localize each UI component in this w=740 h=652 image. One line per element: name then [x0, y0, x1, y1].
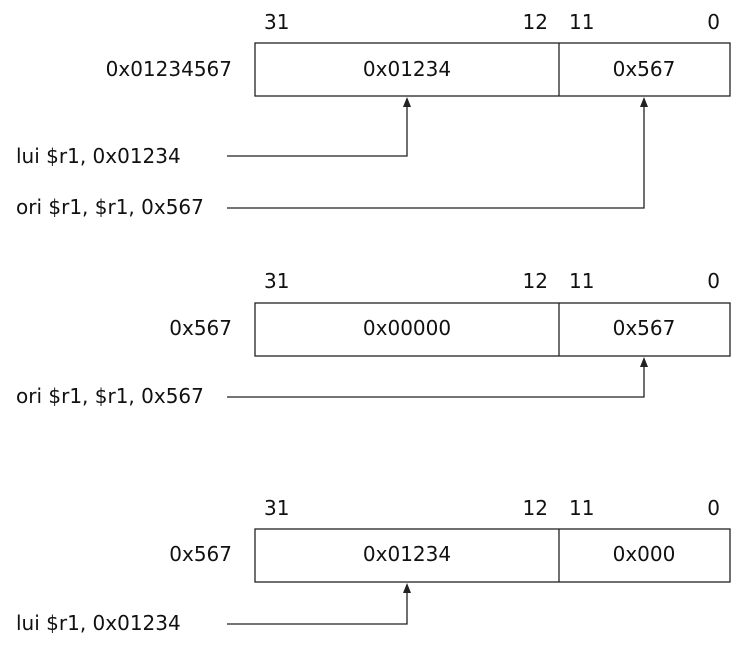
lui-arrowhead — [403, 97, 411, 107]
register-diagram-1: 31 12 11 0 0x01234567 0x01234 0x567 lui … — [16, 10, 731, 219]
register-box — [254, 302, 731, 357]
register-diagram-3: 31 12 11 0 0x567 0x01234 0x000 lui $r1, … — [16, 496, 731, 635]
bit-label-11: 11 — [569, 10, 594, 34]
bit-label-12: 12 — [523, 10, 548, 34]
register-box — [254, 42, 731, 97]
ori-arrowhead — [640, 357, 648, 367]
bit-label-11: 11 — [569, 496, 594, 520]
bit-label-12: 12 — [523, 269, 548, 293]
upper-field-value: 0x01234 — [363, 57, 451, 81]
bit-label-31: 31 — [264, 269, 289, 293]
ori-arrow-line — [227, 106, 645, 209]
instruction-ori: ori $r1, $r1, 0x567 — [16, 384, 204, 408]
bit-label-12: 12 — [523, 496, 548, 520]
bit-label-0: 0 — [707, 10, 720, 34]
bit-label-11: 11 — [569, 269, 594, 293]
ori-arrowhead — [640, 97, 648, 107]
upper-field-value: 0x00000 — [363, 316, 451, 340]
instruction-lui: lui $r1, 0x01234 — [16, 611, 181, 635]
register-value-label: 0x567 — [169, 542, 232, 566]
bit-label-31: 31 — [264, 496, 289, 520]
upper-field-value: 0x01234 — [363, 542, 451, 566]
register-value-label: 0x01234567 — [106, 57, 232, 81]
lui-arrow-line — [227, 106, 408, 157]
bit-label-0: 0 — [707, 269, 720, 293]
register-value-label: 0x567 — [169, 316, 232, 340]
lui-arrow-line — [227, 592, 408, 625]
lower-field-value: 0x567 — [613, 57, 676, 81]
register-diagram-2: 31 12 11 0 0x567 0x00000 0x567 ori $r1, … — [16, 269, 731, 408]
ori-arrow-line — [227, 366, 645, 398]
lui-arrowhead — [403, 583, 411, 593]
bit-label-0: 0 — [707, 496, 720, 520]
bit-label-31: 31 — [264, 10, 289, 34]
instruction-lui: lui $r1, 0x01234 — [16, 144, 181, 168]
instruction-ori: ori $r1, $r1, 0x567 — [16, 195, 204, 219]
lower-field-value: 0x000 — [613, 542, 676, 566]
lower-field-value: 0x567 — [613, 316, 676, 340]
register-box — [254, 528, 731, 583]
